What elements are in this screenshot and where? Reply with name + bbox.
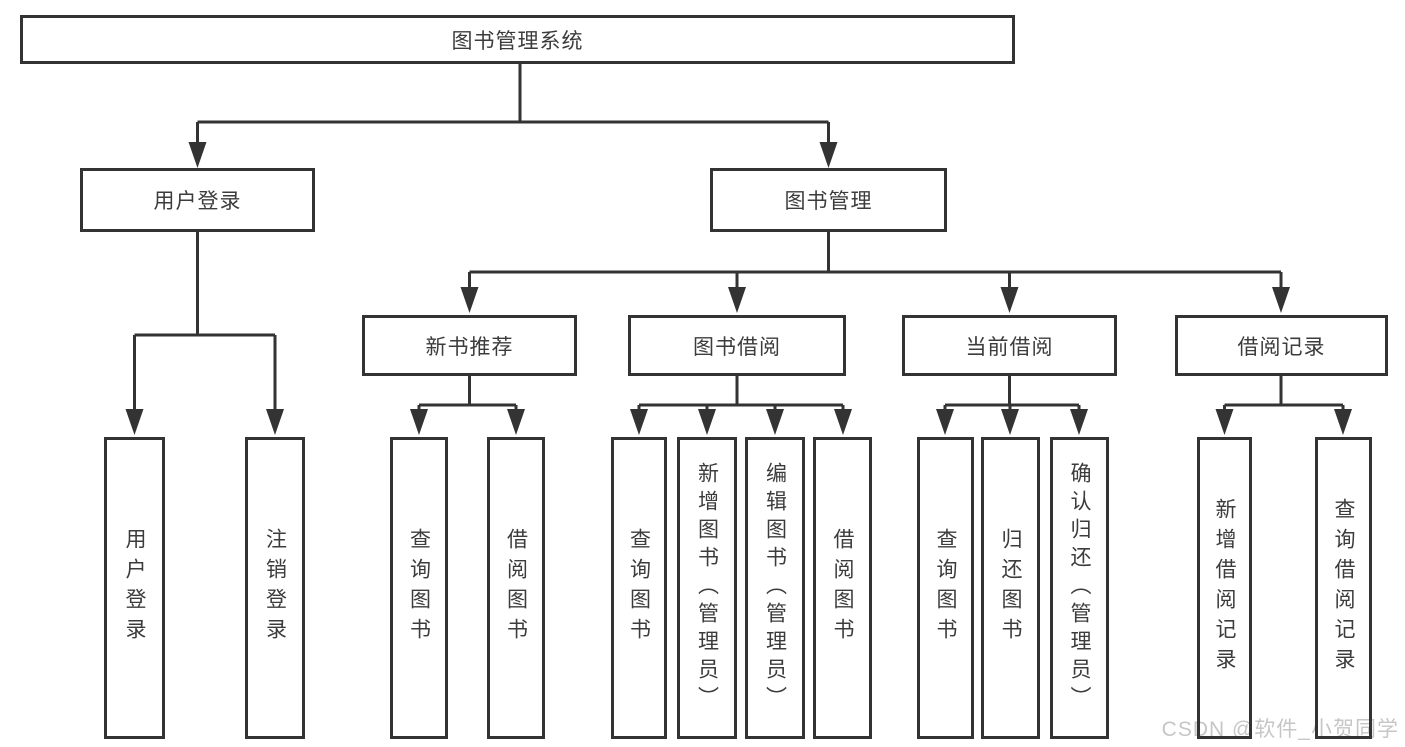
leaf-add-borrow-record: 新增借阅记录 <box>1197 437 1252 739</box>
node-new-book-recommendation: 新书推荐 <box>362 315 577 376</box>
node-book-borrowing: 图书借阅 <box>628 315 846 376</box>
node-library-management-system: 图书管理系统 <box>20 15 1015 64</box>
leaf-label: 用户登录 <box>123 528 146 648</box>
leaf-logout: 注销登录 <box>245 437 305 739</box>
leaf-confirm-return-admin: 确认归还（管理员） <box>1050 437 1109 739</box>
leaf-borrow-books-recommend: 借阅图书 <box>487 437 545 739</box>
leaf-label: 注销登录 <box>263 528 287 648</box>
leaf-return-books: 归还图书 <box>981 437 1040 739</box>
node-label: 图书管理系统 <box>451 29 584 53</box>
leaf-label: 借阅图书 <box>831 528 854 648</box>
node-label: 用户登录 <box>153 190 242 213</box>
node-current-borrowing: 当前借阅 <box>902 315 1117 376</box>
leaf-edit-books-admin: 编辑图书（管理员） <box>745 437 805 739</box>
node-book-management-branch: 图书管理 <box>710 168 947 232</box>
leaf-label: 新增借阅记录 <box>1213 498 1236 678</box>
csdn-watermark: CSDN @软件_小贺同学 <box>1161 718 1399 741</box>
node-borrowing-records: 借阅记录 <box>1175 315 1388 376</box>
leaf-add-books-admin: 新增图书（管理员） <box>677 437 737 739</box>
leaf-borrow-books: 借阅图书 <box>813 437 872 739</box>
leaf-query-borrow-record: 查询借阅记录 <box>1315 437 1372 739</box>
leaf-label: 查询图书 <box>407 528 431 648</box>
arrowheads <box>125 142 1352 435</box>
leaf-query-books-borrowing: 查询图书 <box>611 437 667 739</box>
leaf-label: 查询借阅记录 <box>1332 498 1355 678</box>
leaf-label: 编辑图书（管理员） <box>763 462 787 714</box>
leaf-label: 新增图书（管理员） <box>695 462 719 714</box>
node-label: 当前借阅 <box>965 335 1054 359</box>
leaf-query-books-recommend: 查询图书 <box>390 437 448 739</box>
node-label: 图书借阅 <box>693 335 781 359</box>
leaf-label: 查询图书 <box>934 528 957 648</box>
leaf-user-login: 用户登录 <box>104 437 165 739</box>
leaf-label: 查询图书 <box>627 528 651 648</box>
node-label: 图书管理 <box>784 190 873 213</box>
leaf-label: 归还图书 <box>999 528 1022 648</box>
node-label: 新书推荐 <box>425 335 514 359</box>
leaf-label: 确认归还（管理员） <box>1068 462 1091 714</box>
node-user-login-branch: 用户登录 <box>80 168 315 232</box>
leaf-query-books-current: 查询图书 <box>917 437 974 739</box>
leaf-label: 借阅图书 <box>504 528 528 648</box>
node-label: 借阅记录 <box>1237 335 1326 359</box>
